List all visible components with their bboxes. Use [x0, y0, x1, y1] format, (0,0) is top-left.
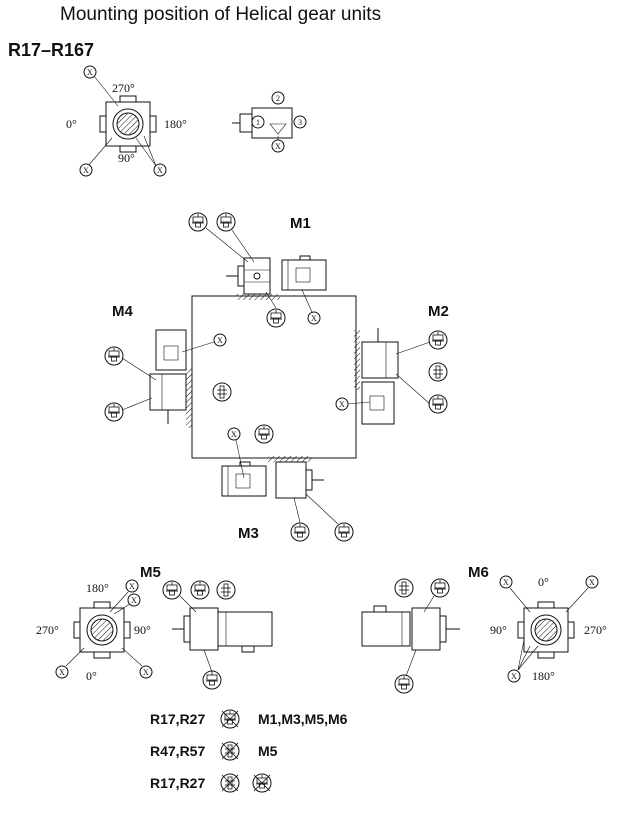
angle-label-180: 180°	[532, 669, 555, 683]
note-positions: M1,M3,M5,M6	[258, 711, 348, 727]
page-title: Mounting position of Helical gear units	[60, 4, 382, 25]
x-marker-label: X	[59, 668, 65, 677]
side-number-3: 3	[298, 118, 302, 127]
position-m6: M6 0° 90° 270° 180° X X X	[361, 564, 607, 694]
angle-label-0: 0°	[66, 117, 77, 131]
x-marker-label: X	[129, 582, 135, 591]
position-m5: M5 180° 270° 90° 0° X X X X	[36, 564, 273, 690]
note-models: R47,R57	[150, 743, 205, 759]
angle-label-270: 270°	[112, 81, 135, 95]
angle-label-180: 180°	[164, 117, 187, 131]
angle-label-90: 90°	[134, 623, 151, 637]
position-m2: M2 X	[335, 303, 449, 425]
position-label-m5: M5	[140, 564, 161, 581]
position-label-m3: M3	[238, 525, 259, 542]
x-marker-label: X	[217, 336, 223, 345]
x-marker-label: X	[311, 314, 317, 323]
angle-label-0: 0°	[538, 575, 549, 589]
side-number-2: 2	[276, 94, 280, 103]
x-marker-label: X	[275, 142, 281, 151]
x-marker-label: X	[83, 166, 89, 175]
x-marker-label: X	[511, 672, 517, 681]
angle-label-90: 90°	[490, 623, 507, 637]
angle-label-270: 270°	[36, 623, 59, 637]
notes: R17,R27 M1,M3,M5,M6 R47,R57 M5 R17,R27	[150, 710, 348, 792]
side-view-diagram: 1 2 3 X	[232, 91, 307, 153]
x-marker	[79, 163, 93, 177]
position-label-m2: M2	[428, 303, 449, 320]
angle-label-0: 0°	[86, 669, 97, 683]
x-marker-label: X	[503, 578, 509, 587]
note-models: R17,R27	[150, 775, 205, 791]
x-marker-label: X	[231, 430, 237, 439]
note-models: R17,R27	[150, 711, 205, 727]
x-marker	[83, 65, 97, 79]
position-label-m6: M6	[468, 564, 489, 581]
side-number-1: 1	[256, 118, 260, 127]
x-marker-label: X	[143, 668, 149, 677]
x-marker-label: X	[339, 400, 345, 409]
position-m1: M1 X	[188, 212, 327, 328]
x-marker-label: X	[87, 68, 93, 77]
angle-label-90: 90°	[118, 151, 135, 165]
position-m3: M3 X	[221, 424, 354, 542]
x-marker	[153, 163, 167, 177]
angle-label-180: 180°	[86, 581, 109, 595]
position-m4: M4 X	[104, 303, 232, 428]
angle-label-270: 270°	[584, 623, 607, 637]
x-marker-label: X	[131, 596, 137, 605]
x-marker-label: X	[157, 166, 163, 175]
note-positions: M5	[258, 743, 278, 759]
end-view-diagram: 270° 0° 180° 90° X X X	[66, 65, 187, 177]
position-label-m4: M4	[112, 303, 133, 320]
series-heading: R17–R167	[8, 40, 95, 60]
position-label-m1: M1	[290, 215, 311, 232]
x-marker-label: X	[589, 578, 595, 587]
